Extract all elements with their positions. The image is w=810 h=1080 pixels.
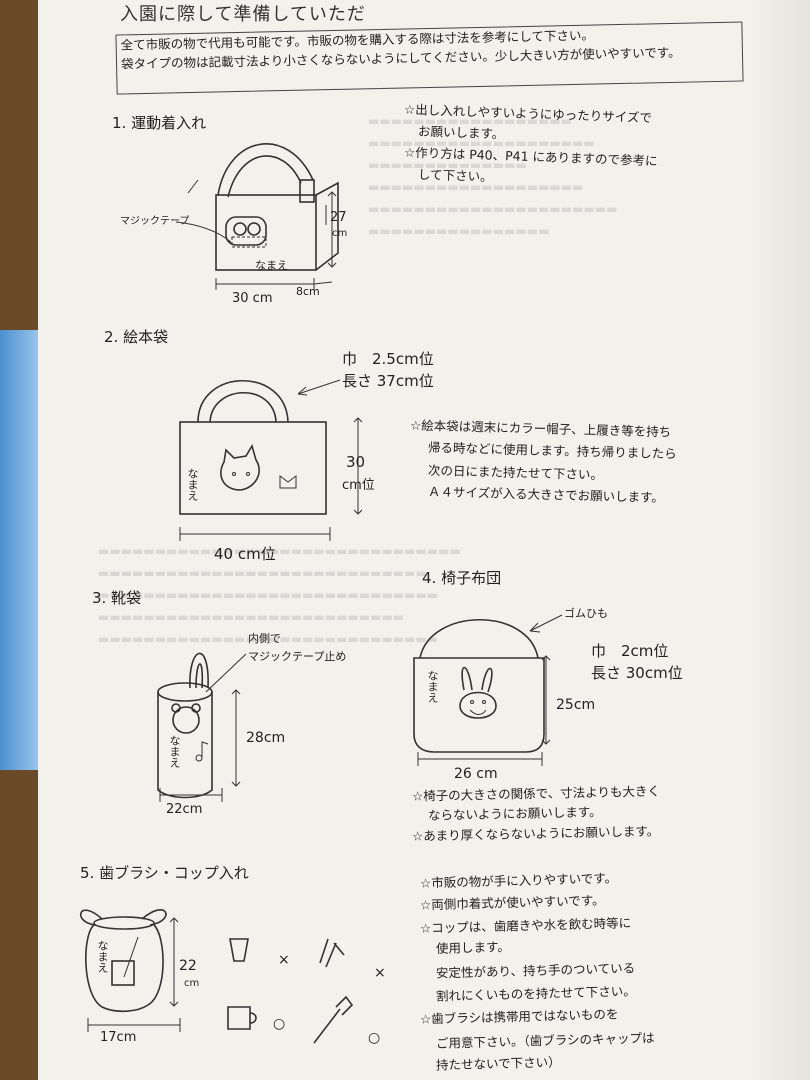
dim-width-chair: 26 cm — [454, 766, 498, 782]
label-name-toothbrush: なまえ — [96, 940, 109, 973]
printed-page: ▬▬▬▬▬▬▬▬▬▬▬▬▬▬▬▬▬▬▬▬▬▬▬▬▬▬▬▬▬▬▬▬▬▬▬▬▬▬▬▬… — [38, 0, 810, 1080]
dim-height-unit-gym: cm — [332, 228, 348, 239]
page-title: 入園に際して準備していただ — [120, 4, 366, 25]
label-name-chair: なまえ — [426, 670, 439, 703]
chair-band-width: 巾 2cm位 — [591, 642, 669, 660]
shoe-bag-drawing — [157, 652, 247, 799]
heading-gym-bag: 1. 運動着入れ — [112, 114, 207, 132]
cup-toothbrush-examples — [227, 938, 354, 1044]
book-bag-drawing — [179, 380, 327, 515]
note-tooth-7: ☆歯ブラシは携帯用ではないものを — [419, 1006, 619, 1027]
note-tooth-2: ☆両側巾着式が使いやすいです。 — [419, 892, 605, 913]
heading-chair-cushion: 4. 椅子布団 — [422, 569, 502, 587]
note-gym-4: して下さい。 — [417, 166, 493, 185]
chair-cushion-drawing — [413, 619, 545, 753]
dim-depth-gym: 8cm — [296, 285, 320, 298]
heading-shoe-bag: 3. 靴袋 — [92, 589, 142, 607]
dim-width-shoe: 22cm — [166, 802, 203, 817]
chair-band-length: 長さ 30cm位 — [591, 664, 683, 682]
mark-x-brush: × — [374, 965, 386, 981]
label-magic-tape: マジックテープ — [120, 216, 190, 227]
heading-book-bag: 2. 絵本袋 — [104, 328, 169, 346]
label-name-shoe: なまえ — [168, 735, 181, 768]
book-handle-length: 長さ 37cm位 — [342, 372, 434, 390]
dim-height-gym: 27 — [330, 210, 347, 225]
label-inside-magic: マジックテープ止め — [248, 650, 347, 663]
mark-o-brush: ○ — [368, 1030, 381, 1046]
notice-box: 全て市販の物で代用も可能です。市販の物を購入する際は寸法を参考にして下さい。 袋… — [115, 21, 744, 95]
blue-object-edge — [0, 330, 40, 770]
mark-o-cup: ○ — [273, 1016, 286, 1032]
note-chair-3: ☆あまり厚くならないようにお願いします。 — [411, 823, 660, 844]
label-name-gym: なまえ — [255, 259, 288, 272]
dim-height-shoe: 28cm — [246, 730, 286, 746]
toothbrush-bag-drawing — [80, 909, 167, 1013]
gym-bag-drawing — [187, 143, 339, 271]
note-tooth-9: 持たせないで下さい） — [435, 1054, 561, 1073]
note-tooth-3: ☆コップは、歯磨きや水を飲む時等に — [419, 915, 632, 936]
heading-toothbrush-bag: 5. 歯ブラシ・コップ入れ — [80, 864, 249, 882]
dim-width-gym: 30 cm — [232, 291, 273, 306]
label-name-book: なまえ — [186, 468, 199, 501]
dim-height-toothbrush: 22 — [179, 958, 197, 974]
dim-height-book: 30 — [346, 453, 366, 471]
dim-height-chair: 25cm — [556, 697, 596, 713]
dim-height-unit-toothbrush: cm — [184, 978, 200, 989]
note-book-4: Ａ４サイズが入る大きさでお願いします。 — [427, 483, 665, 506]
mark-x-cup: × — [278, 952, 290, 968]
dim-width-book: 40 cm位 — [214, 545, 276, 563]
note-tooth-4: 使用します。 — [435, 939, 510, 956]
label-elastic-band: ゴムひも — [564, 607, 608, 620]
dim-height-unit-book: cm位 — [342, 478, 375, 493]
label-inside: 内側で — [248, 632, 281, 645]
dim-width-toothbrush: 17cm — [100, 1030, 137, 1045]
note-tooth-8: ご用意下さい。（歯ブラシのキャップは — [435, 1030, 655, 1051]
bleed-through-text: ▬▬▬▬▬▬▬▬▬▬▬▬▬▬▬▬▬▬▬▬▬▬▬▬▬▬▬▬▬▬▬▬▬▬▬▬▬▬▬▬… — [368, 114, 618, 238]
bleed-through-text-2: ▬▬▬▬▬▬▬▬▬▬▬▬▬▬▬▬▬▬▬▬▬▬▬▬▬▬▬▬▬▬▬▬▬▬▬▬▬▬▬▬… — [98, 544, 461, 646]
book-handle-width: 巾 2.5cm位 — [342, 350, 434, 368]
